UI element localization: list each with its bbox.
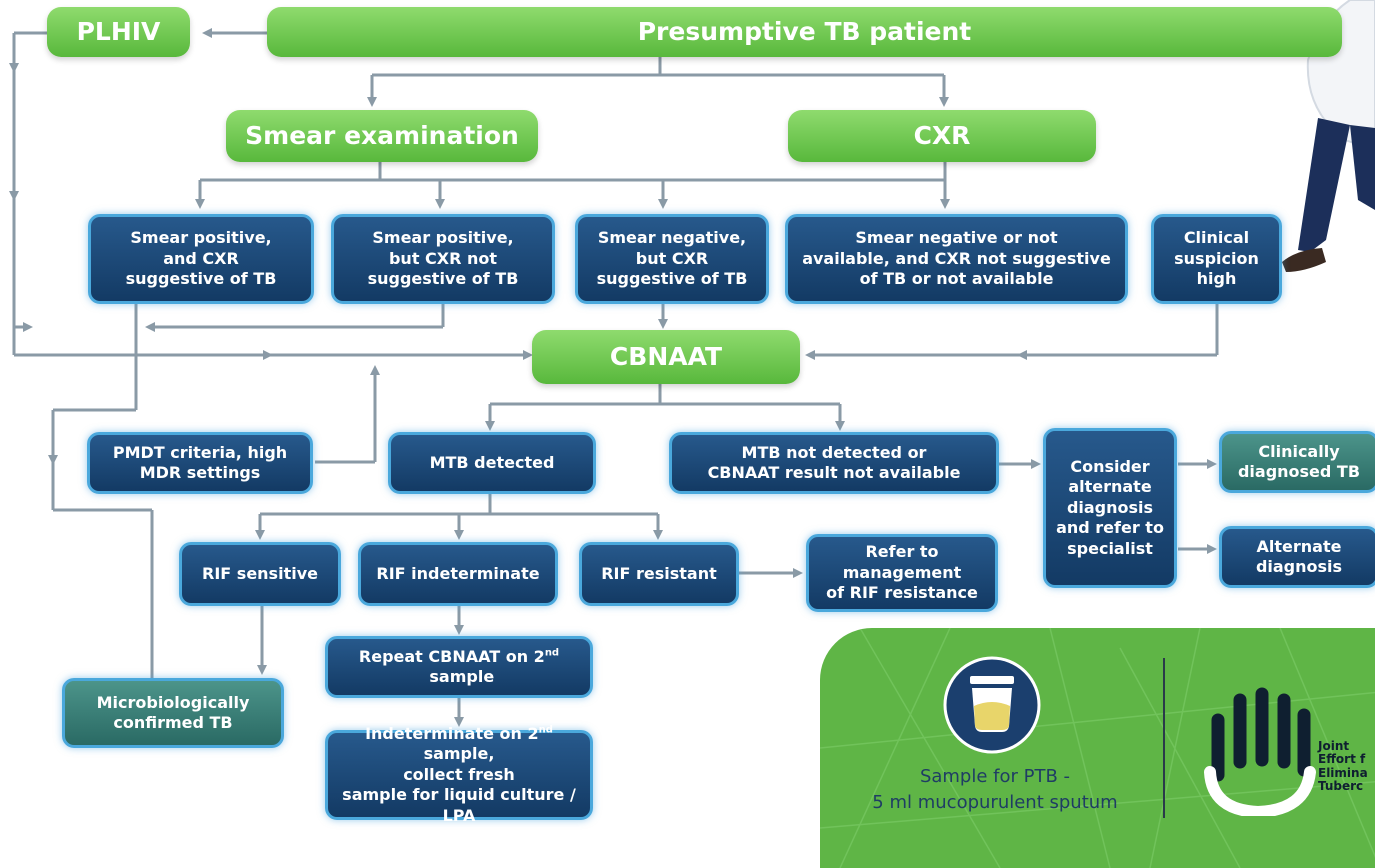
- node-smear-negative-or-not-available: Smear negative or not available, and CXR…: [785, 214, 1128, 304]
- node-label: Indeterminate on 2nd sample, collect fre…: [328, 724, 590, 826]
- node-label: PMDT criteria, high MDR settings: [112, 442, 288, 482]
- sputum-cup-icon: [943, 656, 1041, 754]
- node-label: Clinically diagnosed TB: [1237, 441, 1361, 481]
- node-label: Smear positive, but CXR not suggestive o…: [367, 228, 519, 289]
- node-label: MTB not detected or CBNAAT result not av…: [707, 442, 961, 482]
- node-pmdt-criteria: PMDT criteria, high MDR settings: [87, 432, 313, 494]
- node-label: Refer to management of RIF resistance: [826, 542, 978, 603]
- node-mtb-detected: MTB detected: [388, 432, 596, 494]
- node-label-text-end: sample, collect fresh sample for liquid …: [342, 744, 576, 825]
- node-consider-alternate-diagnosis: Consider alternate diagnosis and refer t…: [1043, 428, 1177, 588]
- node-cxr: CXR: [788, 110, 1096, 162]
- node-smear-examination: Smear examination: [226, 110, 538, 162]
- node-label-text: Indeterminate on 2: [365, 723, 539, 743]
- node-label-text: Repeat CBNAAT on 2: [358, 646, 545, 666]
- panel-divider: [1163, 658, 1165, 818]
- node-label: Smear positive, and CXR suggestive of TB: [125, 228, 277, 289]
- node-label: Smear negative, but CXR suggestive of TB: [596, 228, 748, 289]
- node-label-text-end: sample: [423, 667, 495, 686]
- node-rif-resistant: RIF resistant: [579, 542, 739, 606]
- node-presumptive-tb: Presumptive TB patient: [267, 7, 1342, 57]
- node-smear-positive-cxr-suggestive: Smear positive, and CXR suggestive of TB: [88, 214, 314, 304]
- node-repeat-cbnaat-2nd-sample: Repeat CBNAAT on 2nd sample: [325, 636, 593, 698]
- node-smear-positive-cxr-not-suggestive: Smear positive, but CXR not suggestive o…: [331, 214, 555, 304]
- sample-caption-line1: Sample for PTB -: [919, 766, 1071, 787]
- node-smear-negative-cxr-suggestive: Smear negative, but CXR suggestive of TB: [575, 214, 769, 304]
- node-plhiv: PLHIV: [47, 7, 190, 57]
- node-label: Clinical suspicion high: [1174, 228, 1259, 289]
- node-clinical-suspicion-high: Clinical suspicion high: [1151, 214, 1282, 304]
- node-rif-indeterminate: RIF indeterminate: [358, 542, 558, 606]
- flowchart-connectors: [9, 28, 1219, 727]
- node-label: Alternate diagnosis: [1255, 536, 1343, 576]
- hand-logo-icon: [1204, 687, 1316, 816]
- node-rif-sensitive: RIF sensitive: [179, 542, 341, 606]
- node-label: Microbiologically confirmed TB: [96, 692, 250, 732]
- node-mtb-not-detected: MTB not detected or CBNAAT result not av…: [669, 432, 999, 494]
- node-cbnaat: CBNAAT: [532, 330, 800, 384]
- organization-logo-text: Joint Effort f Elimina Tuberc: [1318, 739, 1368, 794]
- node-clinically-diagnosed-tb: Clinically diagnosed TB: [1219, 431, 1375, 493]
- node-alternate-diagnosis: Alternate diagnosis: [1219, 526, 1375, 588]
- node-indeterminate-2nd-sample: Indeterminate on 2nd sample, collect fre…: [325, 724, 593, 825]
- node-label: Consider alternate diagnosis and refer t…: [1056, 456, 1164, 558]
- node-label: Repeat CBNAAT on 2nd sample: [328, 647, 590, 688]
- ordinal-suffix: nd: [538, 724, 553, 736]
- node-label: Smear negative or not available, and CXR…: [802, 228, 1111, 289]
- ordinal-suffix: nd: [544, 647, 560, 659]
- node-refer-rif-management: Refer to management of RIF resistance: [806, 534, 998, 612]
- sample-caption: Sample for PTB - 5 ml mucopurulent sputu…: [820, 764, 1170, 816]
- sample-caption-line2: 5 ml mucopurulent sputum: [872, 792, 1118, 814]
- node-microbiologically-confirmed-tb: Microbiologically confirmed TB: [62, 678, 284, 748]
